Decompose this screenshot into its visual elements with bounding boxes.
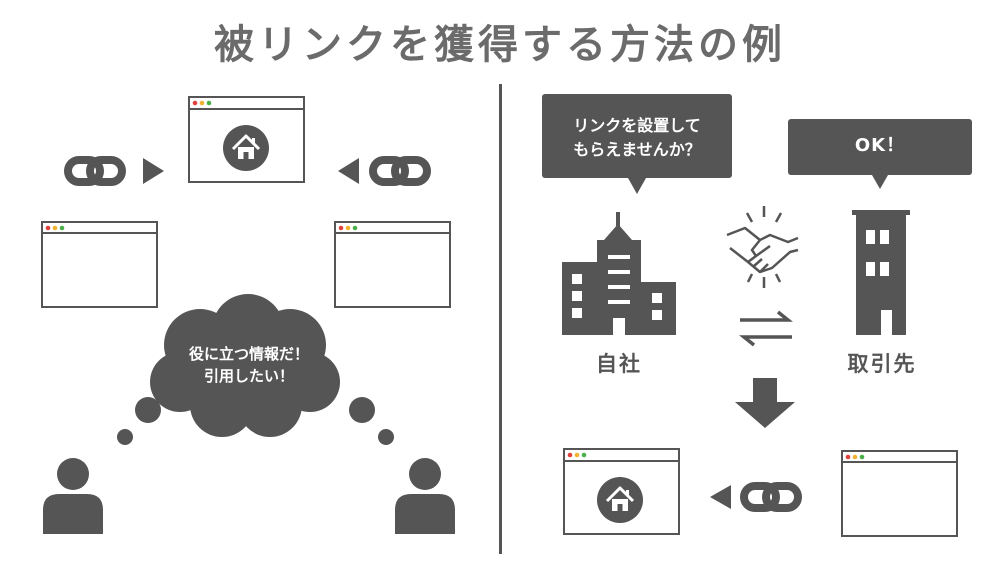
building-icon-self (562, 212, 676, 335)
speech-bubble-self (542, 94, 732, 194)
building-icon-partner (852, 210, 910, 335)
browser-window-self (563, 448, 680, 535)
thought-line-1: 役に立つ情報だ！ (188, 345, 309, 363)
label-self: 自社 (596, 352, 642, 376)
browser-window-right (334, 221, 451, 308)
browser-window-main-left (188, 96, 305, 183)
diagram-title: 被リンクを獲得する方法の例 (214, 22, 786, 68)
handshake-icon (726, 206, 799, 288)
speech-bubble-partner-text: OK！ (854, 135, 906, 156)
speech-bubble-self-text: リンクを設置して もらえませんか？ (542, 114, 732, 162)
home-icon (221, 123, 271, 173)
chain-link-icon (744, 486, 798, 508)
arrow-left-icon (338, 158, 359, 184)
bubble-self-line-2: もらえませんか？ (573, 140, 701, 159)
person-icon (43, 458, 103, 534)
speech-bubble-partner (788, 119, 972, 189)
home-icon (595, 475, 645, 525)
arrow-left-icon (710, 485, 731, 509)
browser-window-left (41, 221, 158, 308)
thought-bubble-dot (117, 429, 133, 445)
chain-link-icon (68, 160, 122, 182)
bubble-self-line-1: リンクを設置して (573, 116, 701, 135)
arrow-right-icon (143, 158, 164, 184)
arrow-down-icon (735, 378, 795, 428)
person-icon (395, 458, 455, 534)
center-divider (499, 84, 502, 554)
exchange-arrows-icon (739, 310, 793, 347)
browser-window-partner (841, 450, 958, 537)
thought-cloud (150, 294, 340, 437)
thought-bubble-dot (349, 397, 375, 423)
label-partner: 取引先 (847, 352, 917, 376)
thought-bubble-dot (378, 429, 394, 445)
thought-cloud-text: 役に立つ情報だ！ 引用したい！ (170, 343, 328, 387)
chain-link-icon (373, 160, 427, 182)
thought-bubble-dot (135, 397, 161, 423)
thought-line-2: 引用したい！ (203, 367, 294, 385)
